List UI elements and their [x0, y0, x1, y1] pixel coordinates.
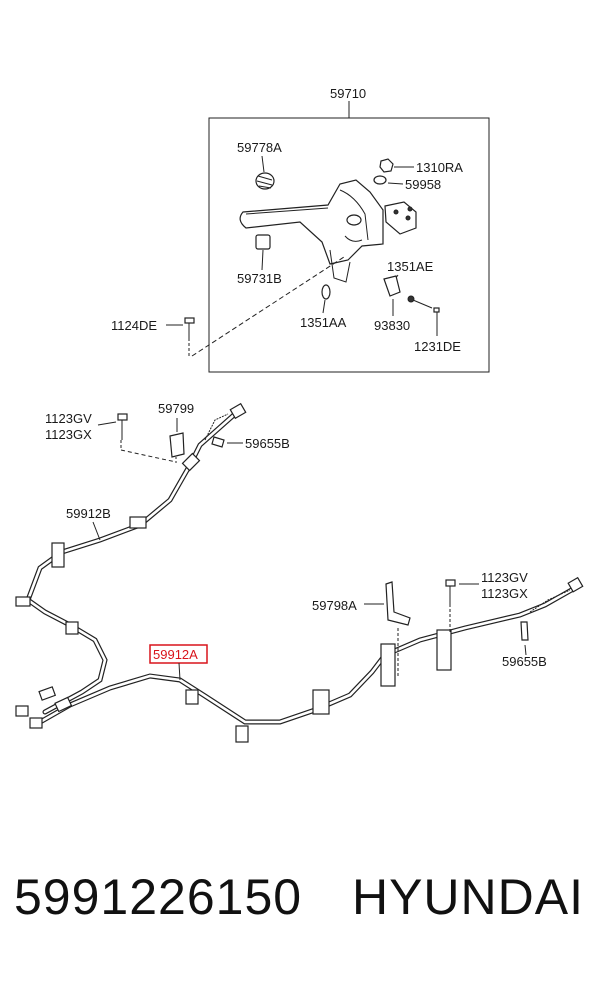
spring-part	[255, 172, 275, 190]
clamp-3	[51, 542, 65, 568]
clip-part-59655b-rear	[520, 621, 529, 641]
label-59655b-front: 59655B	[245, 436, 290, 451]
label-59731b: 59731B	[237, 271, 282, 286]
label-59912b: 59912B	[66, 506, 111, 521]
cable-59912a	[32, 585, 578, 728]
brake-lever-part	[239, 179, 384, 283]
clamp-6	[185, 689, 199, 705]
highlighted-part-59912a[interactable]: 59912A	[149, 644, 208, 664]
grommet-part	[321, 284, 331, 300]
nut-part	[379, 158, 394, 173]
label-93830: 93830	[374, 318, 410, 333]
clip-part	[383, 275, 401, 297]
clamp-9	[380, 643, 396, 687]
lever-assembly-group: 59710 59778A 1310RA 59958	[111, 86, 490, 373]
brand-name: HYUNDAI	[351, 869, 584, 925]
label-59799: 59799	[158, 401, 194, 416]
label-1123gv-front: 1123GV	[45, 411, 92, 426]
bracket-part-59799	[169, 432, 185, 458]
clamp-10	[436, 629, 452, 671]
front-cable-group: 1123GV 1123GX 59799 59655B 5991	[15, 401, 290, 717]
label-1310ra: 1310RA	[416, 160, 463, 175]
bolt-part-1124de	[184, 317, 195, 356]
part-number: 5991226150	[14, 869, 303, 925]
label-1351aa: 1351AA	[300, 315, 347, 330]
clip-part-59655b-front	[211, 436, 225, 448]
footer: 5991226150 HYUNDAI	[0, 868, 600, 958]
label-1124de: 1124DE	[111, 318, 157, 333]
lever-bracket-part	[384, 201, 417, 235]
label-1231de: 1231DE	[414, 339, 461, 354]
pad-part	[255, 234, 271, 250]
screw-part-1231de	[433, 307, 440, 336]
bolt-part-1123gv-rear	[445, 579, 456, 632]
highlight-box	[149, 644, 208, 664]
clamp-7	[235, 725, 249, 743]
clamp-5	[65, 621, 79, 635]
washer-part	[373, 175, 387, 185]
bolt-part-1123gv-front	[117, 413, 128, 440]
label-1123gx-front: 1123GX	[45, 427, 92, 442]
bracket-part-59798a	[385, 581, 411, 626]
clamp-4	[15, 596, 31, 607]
label-59778a: 59778A	[237, 140, 282, 155]
label-59710: 59710	[330, 86, 366, 101]
clamp-2	[129, 516, 147, 529]
assembly-box	[208, 117, 490, 373]
label-1123gx-rear: 1123GX	[481, 586, 528, 601]
clamp-8	[312, 689, 330, 715]
label-59912a: 59912A	[153, 647, 198, 662]
label-1351ae: 1351AE	[387, 259, 434, 274]
clamp-1	[181, 452, 201, 472]
label-1123gv-rear: 1123GV	[481, 570, 528, 585]
rear-cable-group: 59798A 1123GV 1123GX 59655B 59912A	[29, 570, 584, 743]
label-59798a: 59798A	[312, 598, 357, 613]
label-59958: 59958	[405, 177, 441, 192]
label-59655b-rear: 59655B	[502, 654, 547, 669]
